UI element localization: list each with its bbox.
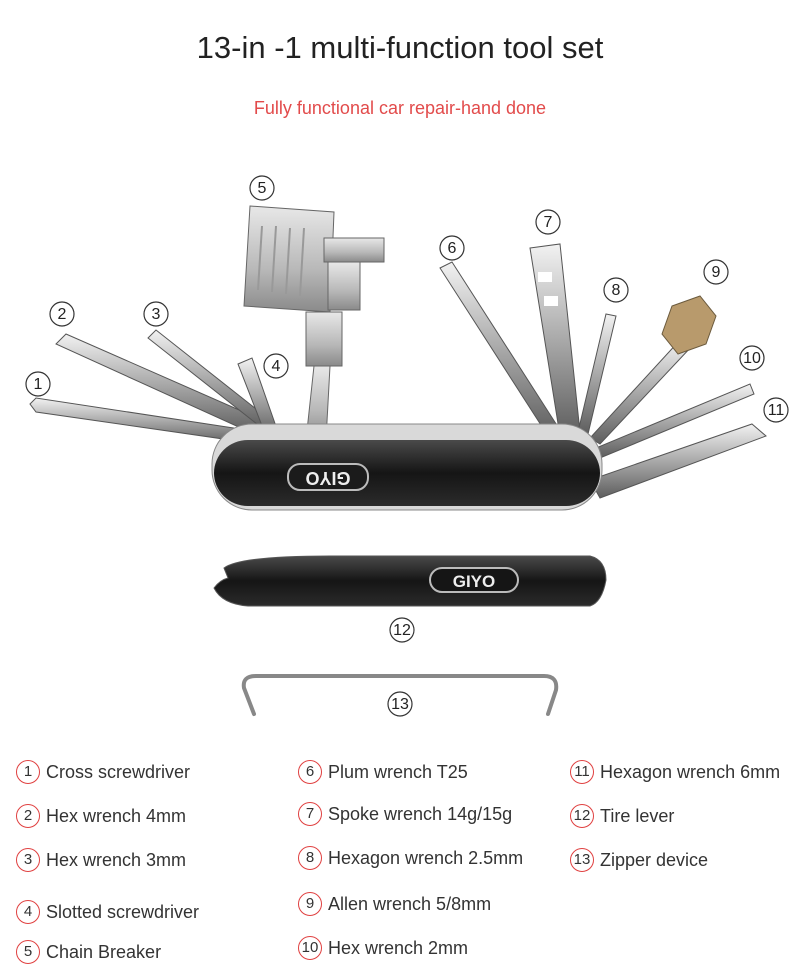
- svg-text:5: 5: [258, 180, 267, 197]
- legend-label: Allen wrench 5/8mm: [328, 893, 492, 914]
- callout-1: 1: [25, 371, 51, 397]
- callout-4: 4: [263, 353, 289, 379]
- svg-text:1: 1: [34, 376, 43, 393]
- lever-logo: GIYO: [453, 572, 496, 591]
- legend-item-10: 10 Hex wrench 2mm: [298, 936, 468, 960]
- callout-5: 5: [249, 175, 275, 201]
- svg-text:12: 12: [393, 622, 411, 639]
- legend-item-11: 11 Hexagon wrench 6mm: [570, 760, 780, 784]
- legend-item-5: 5 Chain Breaker: [16, 940, 161, 964]
- svg-text:11: 11: [768, 402, 785, 419]
- svg-text:13: 13: [391, 696, 409, 713]
- legend-label: Chain Breaker: [46, 941, 162, 962]
- callout-11: 11: [763, 397, 789, 423]
- legend-number: 7: [298, 802, 322, 826]
- callout-10: 10: [739, 345, 765, 371]
- tire-lever: [213, 555, 607, 607]
- spoke-notch-2: [544, 296, 558, 306]
- legend-label: Hexagon wrench 6mm: [600, 761, 781, 782]
- legend-label: Hex wrench 4mm: [46, 805, 187, 826]
- zipper-device: [241, 674, 559, 716]
- svg-text:2: 2: [58, 306, 67, 323]
- legend-label: Hex wrench 2mm: [328, 937, 469, 958]
- legend-label: Cross screwdriver: [46, 761, 191, 782]
- svg-text:10: 10: [743, 350, 761, 367]
- body-logo: GIYO: [305, 468, 350, 488]
- svg-text:3: 3: [152, 306, 161, 323]
- page-title: 13-in -1 multi-function tool set: [196, 30, 604, 65]
- legend-number: 3: [16, 848, 40, 872]
- callout-6: 6: [439, 235, 465, 261]
- legend-item-8: 8 Hexagon wrench 2.5mm: [298, 846, 523, 870]
- legend-number: 12: [570, 804, 594, 828]
- legend-number: 10: [298, 936, 322, 960]
- callout-7: 7: [535, 209, 561, 235]
- chain-breaker: [243, 205, 385, 441]
- legend-item-6: 6 Plum wrench T25: [298, 760, 468, 784]
- legend-item-4: 4 Slotted screwdriver: [16, 900, 199, 924]
- svg-text:9: 9: [712, 264, 721, 281]
- callout-9: 9: [703, 259, 729, 285]
- legend-label: Hexagon wrench 2.5mm: [328, 847, 524, 868]
- legend-label: Plum wrench T25: [328, 761, 468, 782]
- lever-logo-plate: [429, 567, 519, 593]
- svg-text:4: 4: [272, 358, 281, 375]
- callout-13: 13: [387, 691, 413, 717]
- legend-item-1: 1 Cross screwdriver: [16, 760, 190, 784]
- legend-number: 4: [16, 900, 40, 924]
- body-logo-plate: [287, 463, 369, 491]
- legend-label: Hex wrench 3mm: [46, 849, 187, 870]
- legend-label: Slotted screwdriver: [46, 901, 200, 922]
- svg-text:7: 7: [544, 214, 553, 231]
- legend-item-13: 13 Zipper device: [570, 848, 708, 872]
- legend-item-9: 9 Allen wrench 5/8mm: [298, 892, 491, 916]
- legend-number: 1: [16, 760, 40, 784]
- legend-label: Spoke wrench 14g/15g: [328, 803, 513, 824]
- legend-number: 13: [570, 848, 594, 872]
- callout-12: 12: [389, 617, 415, 643]
- callout-2: 2: [49, 301, 75, 327]
- legend-number: 9: [298, 892, 322, 916]
- legend-item-7: 7 Spoke wrench 14g/15g: [298, 802, 512, 826]
- legend-label: Tire lever: [600, 805, 675, 826]
- legend-item-3: 3 Hex wrench 3mm: [16, 848, 186, 872]
- legend-number: 6: [298, 760, 322, 784]
- legend-number: 5: [16, 940, 40, 964]
- spoke-notch: [538, 272, 552, 282]
- tool-arm-11: [589, 423, 767, 499]
- page-subtitle: Fully functional car repair-hand done: [253, 98, 547, 118]
- legend-number: 11: [570, 760, 594, 784]
- callout-3: 3: [143, 301, 169, 327]
- callout-8: 8: [603, 277, 629, 303]
- legend-number: 2: [16, 804, 40, 828]
- tool-body: [214, 440, 600, 506]
- legend-item-2: 2 Hex wrench 4mm: [16, 804, 186, 828]
- legend-number: 8: [298, 846, 322, 870]
- svg-text:8: 8: [612, 282, 621, 299]
- legend-item-12: 12 Tire lever: [570, 804, 674, 828]
- svg-text:6: 6: [448, 240, 457, 257]
- allen-head: [661, 295, 717, 355]
- legend-label: Zipper device: [600, 849, 709, 870]
